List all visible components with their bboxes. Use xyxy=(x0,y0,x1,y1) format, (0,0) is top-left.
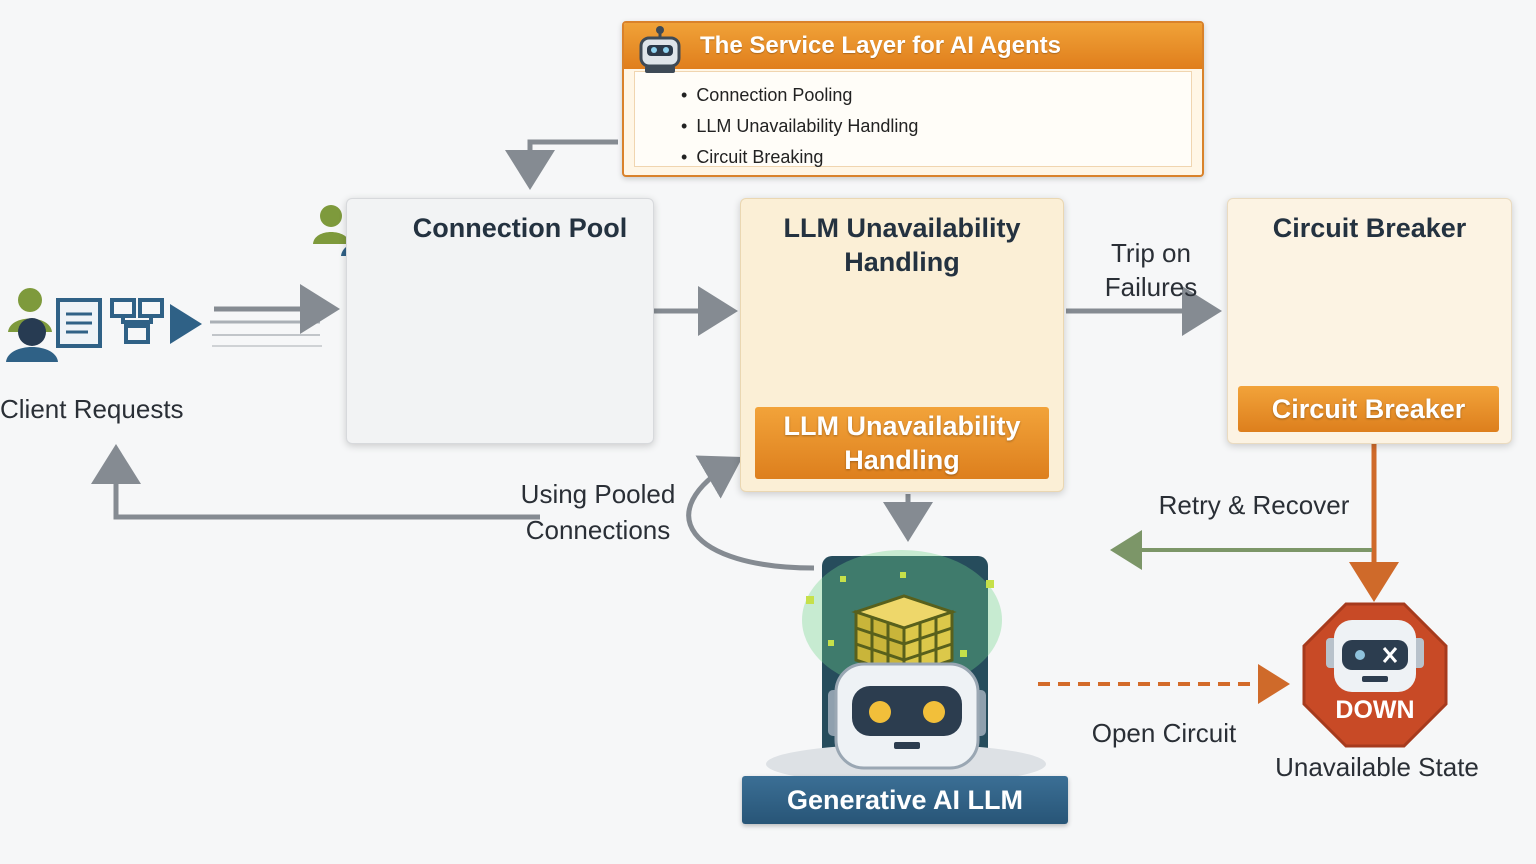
service-layer-body: Connection Pooling LLM Unavailability Ha… xyxy=(634,71,1192,167)
llm-unavailability-title: LLM Unavailability Handling xyxy=(783,213,1021,277)
client-requests-label: Client Requests xyxy=(0,394,184,424)
list-item: LLM Unavailability Handling xyxy=(681,113,918,144)
arrow-return-to-client xyxy=(91,444,540,520)
circuit-breaker-card: Circuit Breaker Circuit Breaker xyxy=(1227,198,1512,444)
open-circuit-label: Open Circuit xyxy=(1091,718,1237,748)
llm-unavailability-card: LLM Unavailability Handling LLM Unavaila… xyxy=(740,198,1064,492)
circuit-breaker-title: Circuit Breaker xyxy=(1272,213,1467,243)
arrow-using-pooled xyxy=(686,455,815,571)
arrow-service-to-pool xyxy=(505,139,618,190)
list-item: Circuit Breaking xyxy=(681,144,918,175)
retry-recover-label: Retry & Recover xyxy=(1158,490,1350,520)
using-pooled-label: Using Pooled Connections xyxy=(520,479,676,545)
robot-icon xyxy=(639,26,681,73)
service-layer-list: Connection Pooling LLM Unavailability Ha… xyxy=(681,82,918,175)
list-item: Connection Pooling xyxy=(681,82,918,113)
circuit-breaker-button[interactable]: Circuit Breaker xyxy=(1238,386,1499,432)
llm-unavailability-button[interactable]: LLM Unavailability Handling xyxy=(755,407,1049,479)
service-layer-title: The Service Layer for AI Agents xyxy=(624,23,1202,69)
generative-ai-llm-button[interactable]: Generative AI LLM xyxy=(742,776,1068,824)
connection-pool-card: Connection Pool xyxy=(346,198,654,444)
trip-on-failures-label: Trip on Failures xyxy=(1104,238,1198,302)
service-layer-banner: The Service Layer for AI Agents Connecti… xyxy=(622,21,1204,177)
unavailable-state-label: Unavailable State xyxy=(1275,752,1479,782)
connection-pool-title: Connection Pool xyxy=(412,213,628,243)
